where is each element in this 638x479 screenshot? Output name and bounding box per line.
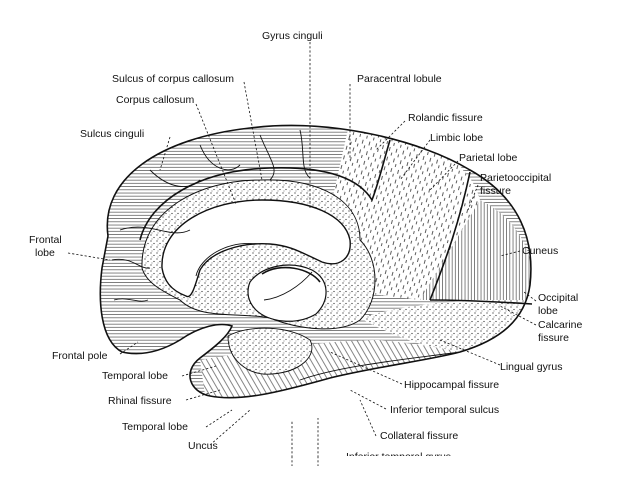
label-inferior-temporal-sulcus: Inferior temporal sulcus [390, 404, 499, 416]
label-paracentral-lobule: Paracentral lobule [357, 73, 442, 85]
label-frontal-pole: Frontal pole [52, 350, 108, 362]
labels: Gyrus cinguli Sulcus of corpus callosum … [29, 30, 583, 463]
label-uncus: Uncus [188, 440, 218, 452]
label-frontal: Frontal [29, 234, 62, 246]
label-parietooccipital: Parietooccipital [480, 172, 551, 184]
hemisphere [99, 124, 533, 399]
label-occipital-lobe: lobe [538, 305, 558, 317]
label-frontal-lobe: lobe [35, 247, 55, 259]
label-parietal-lobe: Parietal lobe [459, 152, 518, 164]
label-occipital: Occipital [538, 292, 578, 304]
label-limbic-lobe: Limbic lobe [430, 132, 483, 144]
label-temporal-lobe: Temporal lobe [102, 370, 168, 382]
label-sulcus-cinguli: Sulcus cinguli [80, 128, 144, 140]
label-gyrus-cinguli: Gyrus cinguli [262, 30, 323, 42]
label-collateral-fissure: Collateral fissure [380, 430, 458, 442]
label-rolandic-fissure: Rolandic fissure [408, 112, 483, 124]
label-rhinal-fissure: Rhinal fissure [108, 395, 172, 407]
label-parietooccipital-fissure: fissure [480, 185, 511, 197]
label-calcarine: Calcarine [538, 319, 583, 331]
label-cuneus: Cuneus [522, 245, 558, 257]
bottom-crop [0, 456, 638, 479]
label-sulcus-corpus-callosum: Sulcus of corpus callosum [112, 73, 234, 85]
label-corpus-callosum: Corpus callosum [116, 94, 194, 106]
leader-lines [67, 42, 537, 466]
label-calcarine-fissure: fissure [538, 332, 569, 344]
label-lingual-gyrus: Lingual gyrus [500, 361, 562, 373]
label-hippocampal-fissure: Hippocampal fissure [404, 379, 499, 391]
label-temporal-lobe-lower: Temporal lobe [122, 421, 188, 433]
